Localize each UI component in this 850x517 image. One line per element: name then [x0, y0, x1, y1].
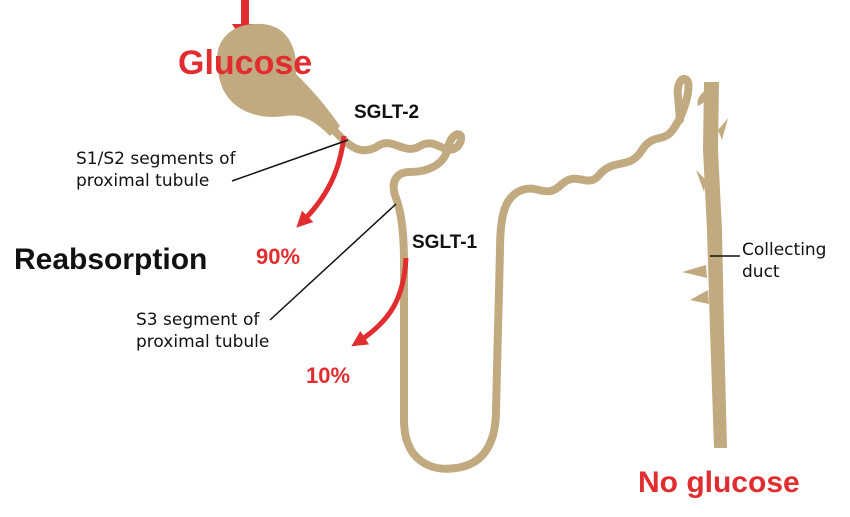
- collecting-line2: duct: [742, 262, 780, 282]
- collecting-line1: Collecting: [742, 240, 827, 260]
- sglt1-label: SGLT-1: [412, 232, 478, 253]
- bowman-capsule: [216, 23, 340, 136]
- pct-90-label: 90%: [256, 244, 301, 269]
- reabsorption-arrow-10: [351, 257, 409, 347]
- glucose-label: Glucose: [178, 44, 313, 82]
- no-glucose-label: No glucose: [638, 466, 800, 499]
- s3-line2: proximal tubule: [136, 332, 270, 352]
- reabsorption-label: Reabsorption: [14, 243, 208, 276]
- s3-leader-line: [269, 203, 397, 321]
- pct-10-label: 10%: [306, 363, 351, 388]
- s1s2-leader-line: [231, 139, 349, 182]
- sglt2-label: SGLT-2: [354, 102, 420, 123]
- nephron-tubule: [330, 74, 693, 473]
- s3-line1: S3 segment of: [136, 310, 260, 330]
- s1s2-line1: S1/S2 segments of: [76, 149, 236, 169]
- s1s2-line2: proximal tubule: [76, 171, 210, 191]
- reabsorption-arrow-90: [296, 135, 347, 228]
- collecting-duct: [682, 82, 728, 448]
